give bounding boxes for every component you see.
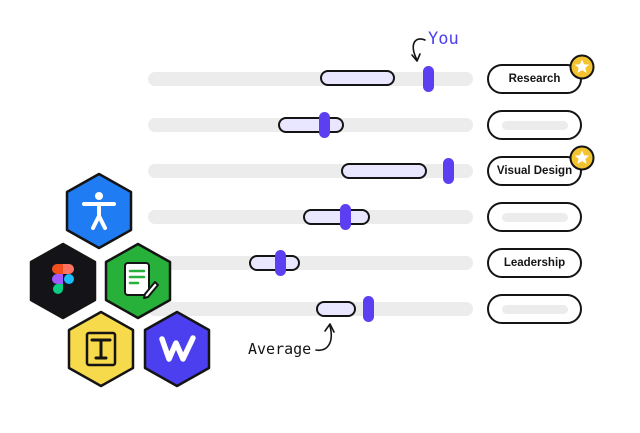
average-range [341, 163, 427, 179]
slider-thumb[interactable] [443, 158, 454, 184]
accessibility-icon [82, 192, 116, 230]
slider-thumb[interactable] [275, 250, 286, 276]
average-annotation: Average [248, 340, 312, 358]
skill-pill-leadership[interactable]: Leadership [487, 248, 582, 278]
label-placeholder [501, 120, 568, 130]
average-range [320, 70, 395, 86]
webflow-hex [143, 310, 211, 388]
accessibility-hex [65, 172, 133, 250]
text-tool-icon [85, 331, 117, 367]
slider-track [148, 256, 473, 270]
star-badge-icon [569, 145, 595, 171]
skill-pill-placeholder[interactable] [487, 110, 582, 140]
slider-thumb[interactable] [340, 204, 351, 230]
star-badge-icon [569, 54, 595, 80]
average-range [278, 117, 344, 133]
label-placeholder [501, 212, 568, 222]
skill-label: Visual Design [496, 165, 573, 177]
document-edit-icon [124, 262, 159, 299]
slider-track [148, 302, 473, 316]
arrow-up-icon [315, 323, 335, 351]
webflow-icon [159, 335, 196, 362]
average-range [303, 209, 370, 225]
figma-icon [52, 264, 74, 294]
skill-pill-research[interactable]: Research [487, 64, 582, 94]
slider-thumb[interactable] [423, 66, 434, 92]
skill-pill-visual-design[interactable]: Visual Design [487, 156, 582, 186]
skill-label: Research [508, 73, 561, 85]
you-annotation: You [428, 29, 459, 49]
average-range [249, 255, 300, 271]
label-placeholder [501, 304, 568, 314]
document-hex [104, 242, 172, 320]
skill-label: Leadership [503, 257, 566, 269]
slider-thumb[interactable] [319, 112, 330, 138]
slider-thumb[interactable] [363, 296, 374, 322]
arrow-down-icon [411, 38, 426, 62]
text-tool-hex [67, 310, 135, 388]
skill-pill-placeholder[interactable] [487, 294, 582, 324]
figma-hex [29, 242, 97, 320]
skill-pill-placeholder[interactable] [487, 202, 582, 232]
average-range [316, 301, 356, 317]
